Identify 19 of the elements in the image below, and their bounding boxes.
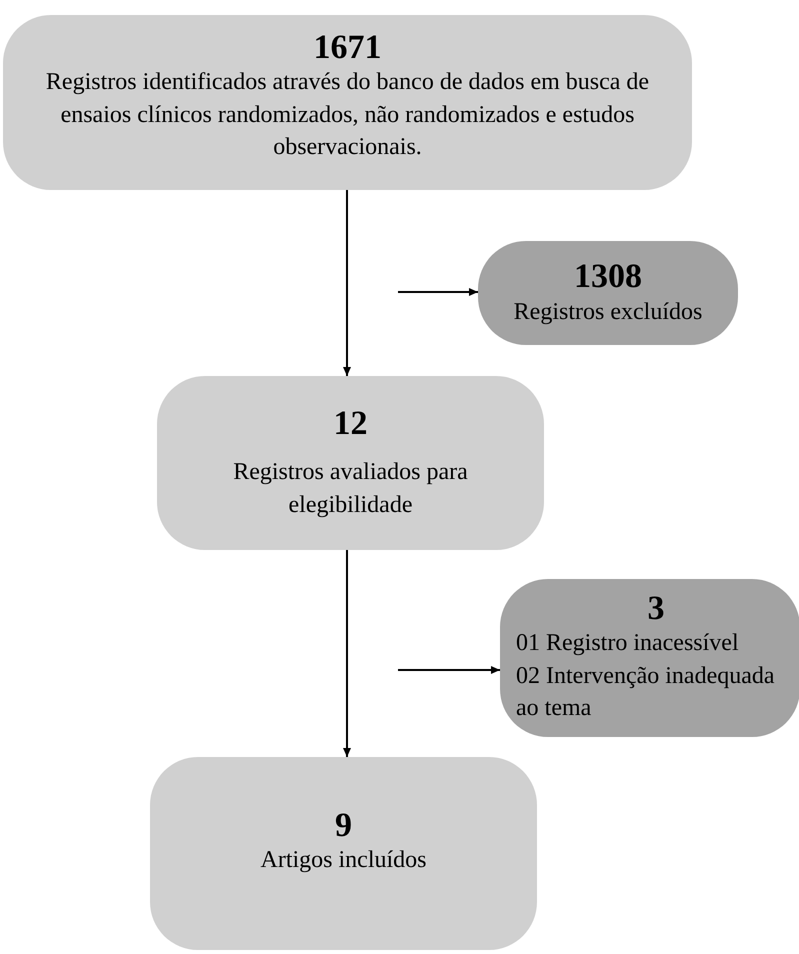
count-number: 9 <box>335 807 352 844</box>
count-number: 12 <box>334 404 368 442</box>
process-box <box>157 376 544 550</box>
process-box <box>500 579 799 737</box>
arrow <box>398 288 478 296</box>
box-text: Artigos incluídos <box>260 846 426 876</box>
process-box <box>150 757 537 950</box>
box-text: Registros avaliados para elegibilidade <box>232 458 469 520</box>
box-text: Registros identificados através do banco de dados em busca de ensaios clínicos randomizados, não randomizados e estudos observacionais. <box>44 68 650 162</box>
arrow <box>343 550 351 757</box>
count-number: 1308 <box>574 258 642 296</box>
arrow <box>343 190 351 376</box>
count-number: 3 <box>648 590 664 628</box>
box-text: Registros excluídos <box>514 298 702 326</box>
process-box <box>3 15 692 190</box>
box-text: 02 Intervenção inadequada ao tema <box>516 662 776 723</box>
box-text: 01 Registro inacessível <box>516 629 739 658</box>
count-number: 1671 <box>314 29 382 66</box>
arrow <box>398 666 500 674</box>
